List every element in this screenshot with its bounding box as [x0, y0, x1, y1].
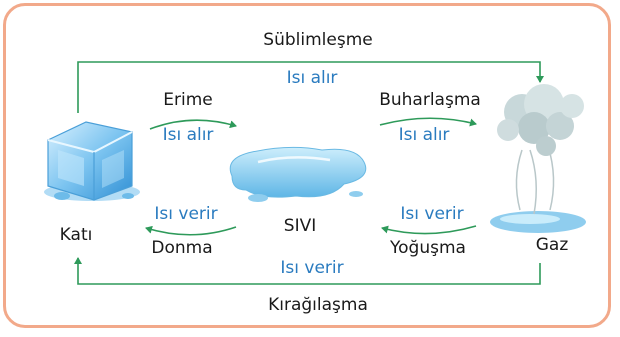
freezing-label: Donma	[151, 238, 213, 258]
sublimation-arrow	[77, 61, 544, 113]
gas-state-label: Gaz	[535, 235, 569, 255]
melting-arrow	[149, 119, 237, 130]
condensation-label: Yoğuşma	[390, 238, 466, 258]
evaporation-label: Buharlaşma	[379, 90, 481, 110]
freezing-heat-label: Isı verir	[154, 204, 218, 224]
sublimation-label: Süblimleşme	[263, 30, 373, 50]
water-puddle-illustration	[229, 146, 367, 202]
melting-heat-label: Isı alır	[162, 125, 214, 145]
steam-illustration	[490, 84, 586, 233]
sublimation-heat-label: Isı alır	[286, 68, 338, 88]
deposition-heat-label: Isı verir	[280, 258, 344, 278]
melting-label: Erime	[163, 90, 213, 110]
evaporation-heat-label: Isı alır	[398, 125, 450, 145]
ice-cube-illustration	[44, 121, 140, 201]
liquid-state-label: SIVI	[283, 216, 317, 236]
condensation-heat-label: Isı verir	[400, 204, 464, 224]
freezing-arrow	[145, 225, 237, 236]
deposition-label: Kırağılaşma	[268, 295, 368, 315]
deposition-arrow	[74, 257, 541, 285]
evaporation-arrow	[379, 117, 477, 127]
solid-state-label: Katı	[59, 225, 93, 245]
condensation-arrow	[381, 225, 477, 235]
